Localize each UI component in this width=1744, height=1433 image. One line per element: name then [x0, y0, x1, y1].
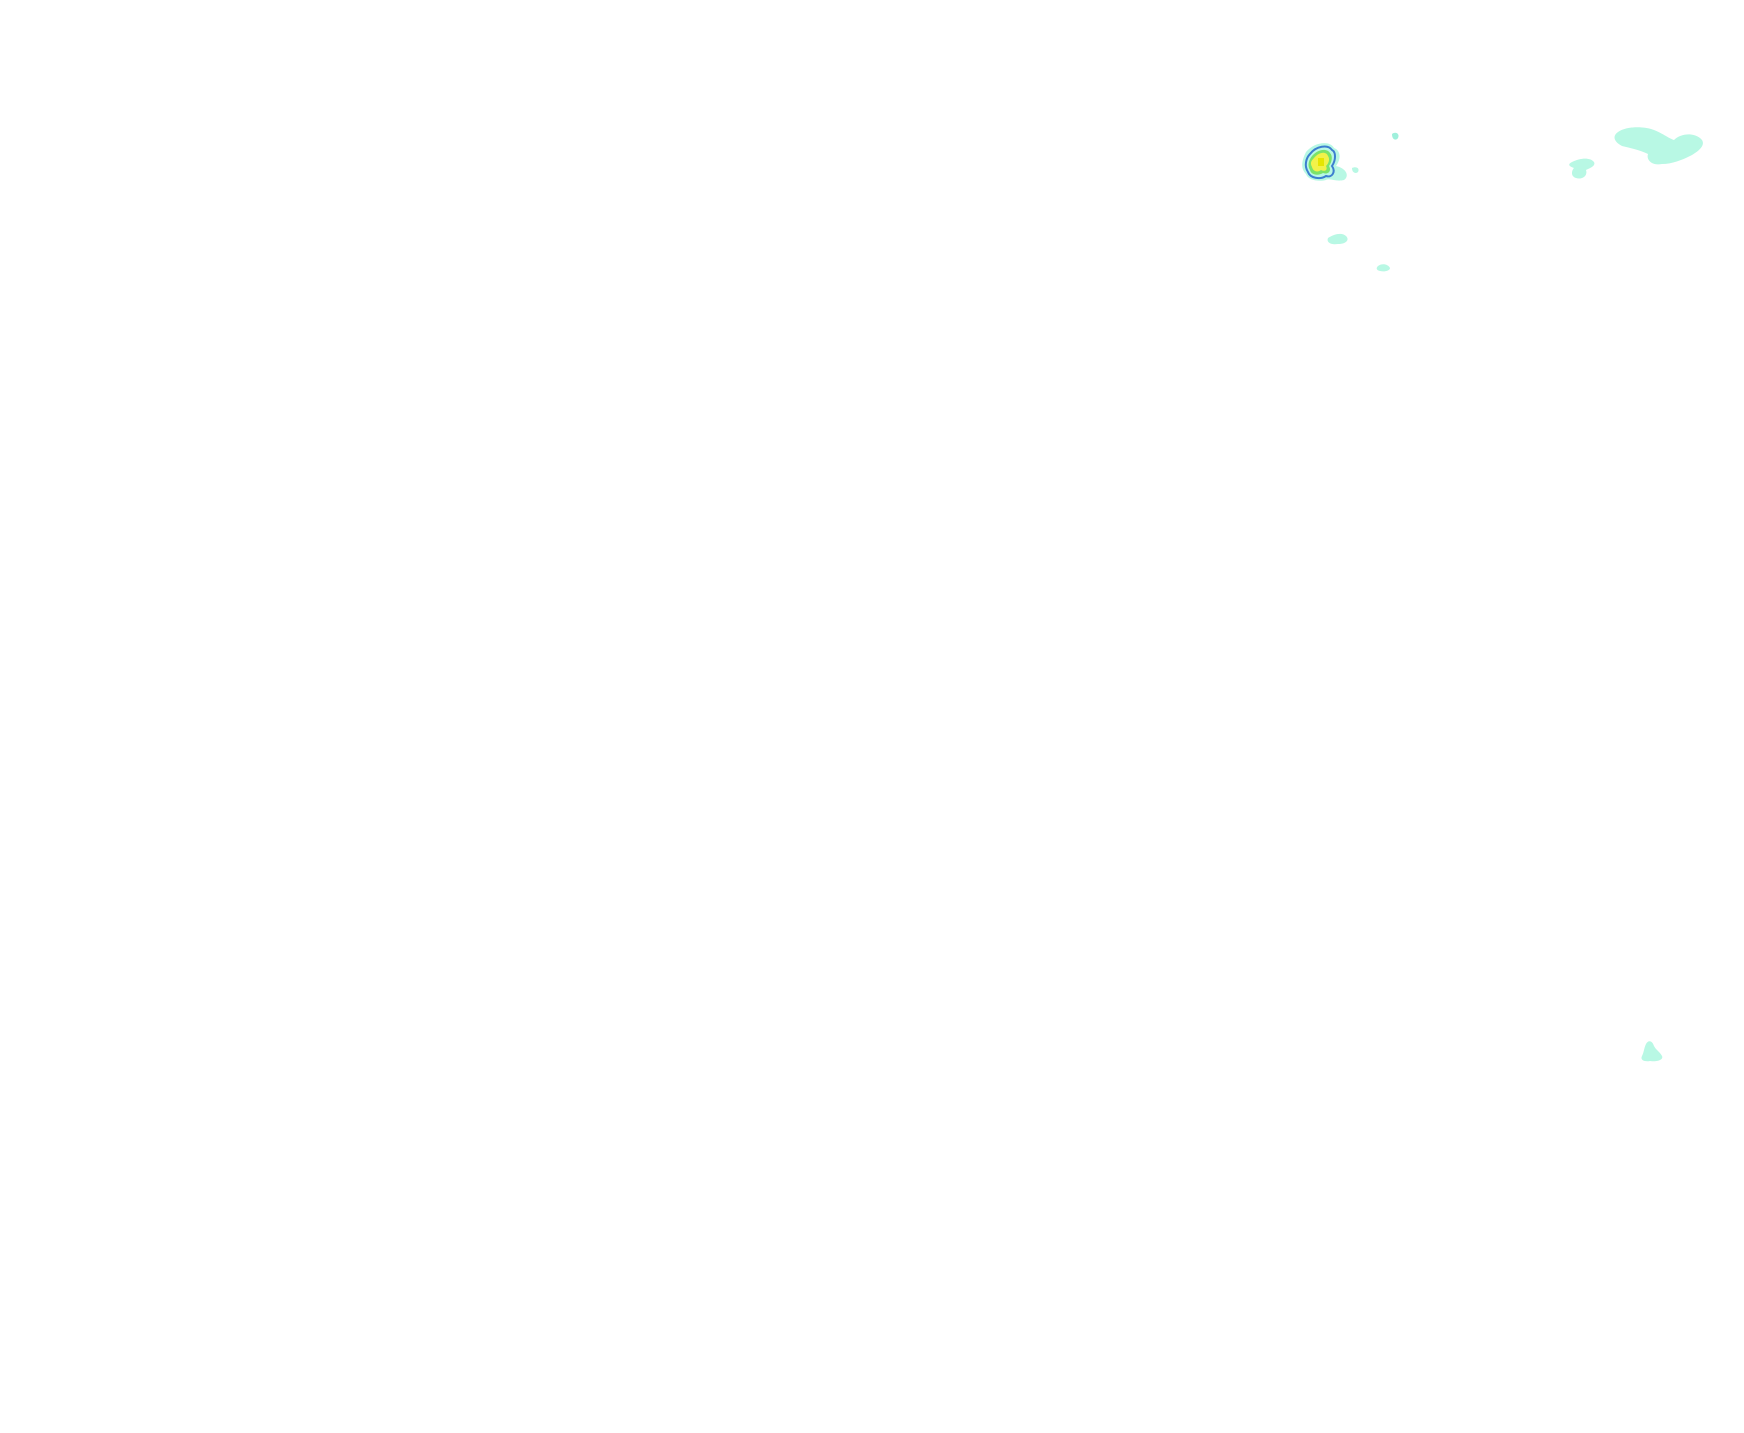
echo-cell-east: [1569, 158, 1595, 179]
echo-cell-strong: [1302, 143, 1347, 181]
echo-cell-northeast: [1614, 127, 1703, 165]
echo-cell-strong-edge: [1304, 145, 1336, 180]
echo-cell-small-d: [1352, 167, 1359, 173]
echo-cell-small-c: [1376, 264, 1390, 272]
echo-cell-southeast: [1641, 1041, 1663, 1062]
echo-cell-small-b: [1327, 233, 1348, 245]
echo-cell-small-a: [1392, 132, 1399, 140]
echo-cell-strong-peak: [1318, 158, 1324, 166]
